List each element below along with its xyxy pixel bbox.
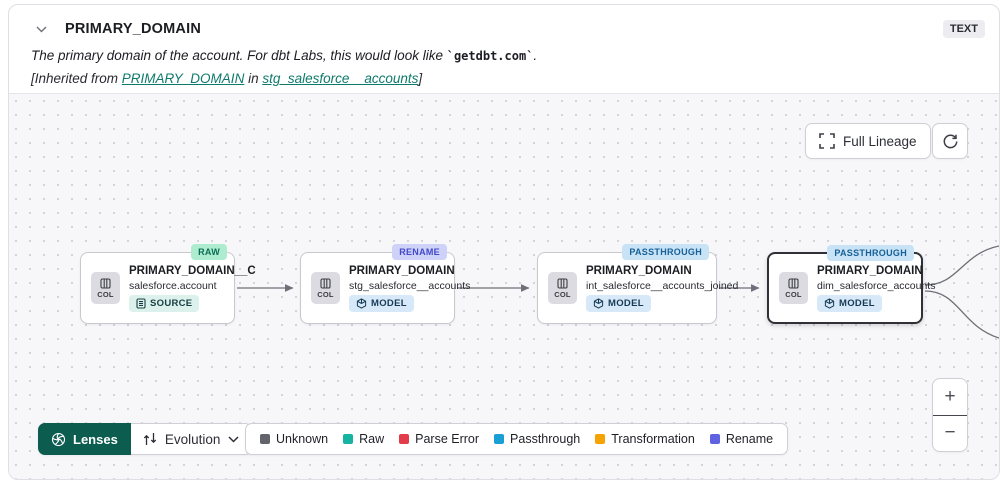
chevron-down-icon [36, 26, 47, 33]
resource-type-badge: MODEL [817, 294, 882, 312]
columns-icon [100, 277, 111, 289]
source-icon [136, 297, 146, 309]
zoom-controls: + − [932, 378, 968, 452]
legend-label: Transformation [611, 432, 695, 446]
legend-item-unknown: Unknown [260, 432, 328, 446]
model-cube-icon [593, 297, 604, 309]
model-cube-icon [824, 297, 835, 309]
column-chip-label: COL [554, 289, 571, 299]
inherited-model-link[interactable]: stg_salesforce__accounts [262, 71, 419, 86]
legend-swatch [343, 434, 354, 444]
lens-dropdown[interactable]: Evolution [130, 423, 253, 455]
zoom-out-button[interactable]: − [933, 416, 967, 452]
column-chip-label: COL [317, 289, 334, 299]
refresh-icon [942, 133, 959, 150]
resource-type-badge: MODEL [349, 294, 414, 312]
legend-swatch [494, 434, 505, 444]
category-badge: RENAME [392, 244, 447, 260]
legend-item-rename: Rename [709, 432, 774, 446]
data-type-badge: TEXT [942, 20, 985, 38]
legend-label: Parse Error [415, 432, 480, 446]
full-lineage-label: Full Lineage [843, 133, 917, 149]
panel-header: PRIMARY_DOMAIN TEXT The primary domain o… [9, 5, 999, 93]
legend-swatch [709, 434, 720, 444]
lenses-label: Lenses [73, 431, 118, 447]
legend-label: Passthrough [510, 432, 581, 446]
lens-aperture-icon [51, 432, 66, 447]
evolution-icon [143, 431, 157, 447]
inherited-from-line: [Inherited from PRIMARY_DOMAIN in stg_sa… [9, 63, 999, 86]
column-chip: COL [779, 272, 808, 304]
lineage-edges [237, 245, 999, 339]
node-column-name: PRIMARY_DOMAIN [817, 264, 923, 277]
node-model-name: int_salesforce__accounts_joined [586, 279, 739, 292]
description-text: The primary domain of the account. For d… [31, 48, 447, 63]
lineage-node-dim-selected[interactable]: PASSTHROUGH COL PRIMARY_DOMAIN dim_sales… [767, 245, 936, 324]
column-chip: COL [548, 272, 577, 304]
full-lineage-button[interactable]: Full Lineage [805, 123, 931, 159]
legend-label: Unknown [276, 432, 329, 446]
refresh-button[interactable] [932, 123, 968, 159]
legend-swatch [260, 434, 270, 444]
lenses-control: Lenses Evolution [38, 423, 253, 455]
inherited-prefix: [Inherited from [31, 71, 122, 86]
lineage-canvas[interactable]: Full Lineage RAW COL PRIMARY_DOMAIN__C s [9, 93, 999, 479]
lens-legend: Unknown Raw Parse Error Passthrough Tran… [245, 423, 789, 455]
legend-swatch [595, 434, 606, 444]
lenses-button[interactable]: Lenses [38, 423, 131, 455]
node-column-name: PRIMARY_DOMAIN__C [129, 264, 256, 277]
column-chip: COL [311, 272, 340, 304]
inherited-suffix: ] [418, 71, 423, 86]
description-period: . [533, 48, 538, 63]
resource-type-label: MODEL [371, 297, 407, 309]
description-code: `getdbt.com` [446, 49, 534, 63]
chevron-down-icon [228, 435, 239, 443]
resource-type-label: SOURCE [150, 297, 193, 309]
expand-icon [819, 133, 835, 149]
column-chip: COL [91, 272, 120, 304]
column-chip-label: COL [97, 289, 114, 299]
node-column-name: PRIMARY_DOMAIN [586, 264, 692, 277]
column-chip-label: COL [785, 289, 802, 299]
resource-type-label: MODEL [839, 297, 875, 309]
category-badge: PASSTHROUGH [622, 244, 709, 260]
resource-type-label: MODEL [608, 297, 644, 309]
node-model-name: stg_salesforce__accounts [349, 279, 471, 292]
node-model-name: salesforce.account [129, 279, 217, 292]
legend-label: Rename [725, 432, 774, 446]
column-title: PRIMARY_DOMAIN [65, 21, 201, 37]
columns-icon [788, 277, 799, 289]
category-badge: RAW [191, 244, 227, 260]
resource-type-badge: SOURCE [129, 294, 200, 312]
selected-lens-label: Evolution [164, 431, 221, 447]
column-description: The primary domain of the account. For d… [9, 39, 999, 63]
inherited-middle: in [244, 71, 263, 86]
legend-swatch [399, 434, 410, 444]
node-model-name: dim_salesforce_accounts [817, 279, 936, 292]
collapse-button[interactable] [31, 19, 51, 39]
inherited-column-link[interactable]: PRIMARY_DOMAIN [121, 71, 245, 86]
node-column-name: PRIMARY_DOMAIN [349, 264, 455, 277]
lineage-node-source[interactable]: RAW COL PRIMARY_DOMAIN__C salesforce.acc… [80, 244, 256, 324]
zoom-in-button[interactable]: + [933, 379, 967, 416]
resource-type-badge: MODEL [586, 294, 651, 312]
model-cube-icon [356, 297, 367, 309]
legend-item-transformation: Transformation [595, 432, 695, 446]
legend-item-raw: Raw [343, 432, 384, 446]
legend-item-passthrough: Passthrough [494, 432, 580, 446]
lineage-node-staging[interactable]: RENAME COL PRIMARY_DOMAIN stg_salesforce… [300, 244, 471, 324]
legend-item-parse-error: Parse Error [399, 432, 479, 446]
category-badge: PASSTHROUGH [827, 245, 914, 261]
columns-icon [557, 277, 568, 289]
columns-icon [320, 277, 331, 289]
lineage-node-intermediate[interactable]: PASSTHROUGH COL PRIMARY_DOMAIN int_sales… [537, 244, 739, 324]
column-lineage-panel: PRIMARY_DOMAIN TEXT The primary domain o… [8, 4, 1000, 480]
legend-label: Raw [359, 432, 385, 446]
